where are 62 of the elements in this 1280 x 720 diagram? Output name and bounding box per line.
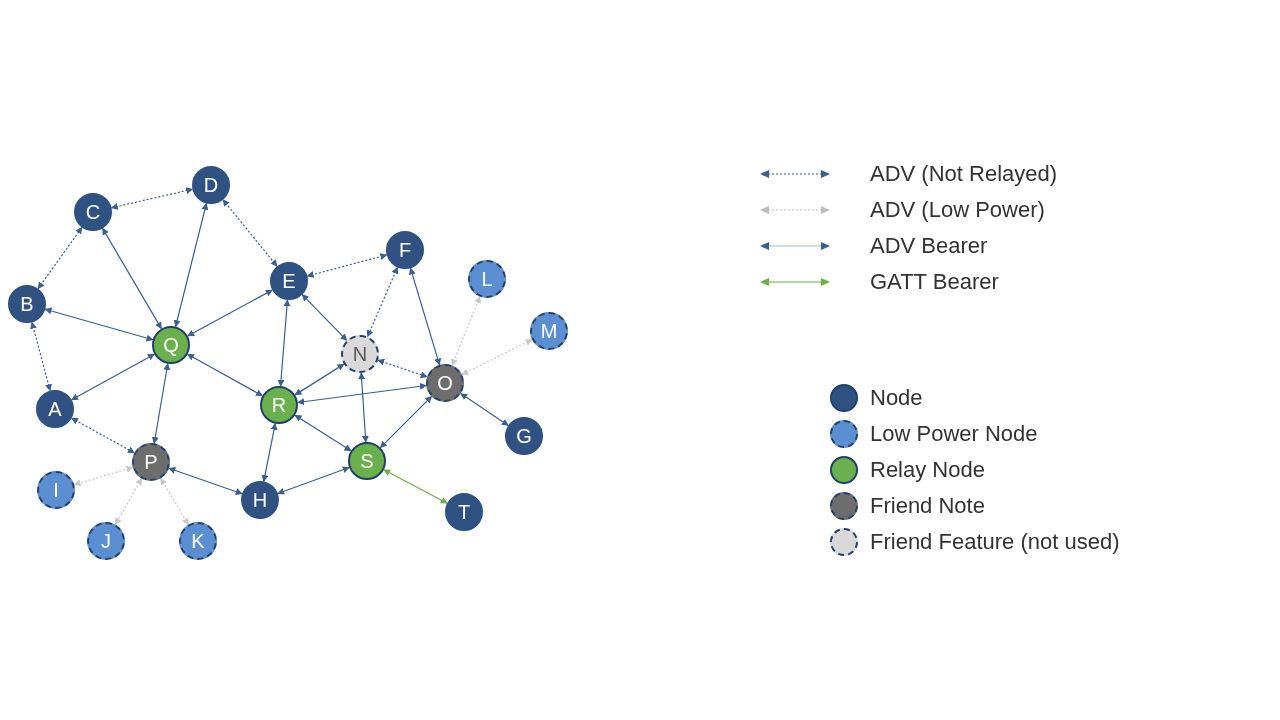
node-circle: D bbox=[192, 166, 230, 204]
node-circle: B bbox=[8, 285, 46, 323]
node-circle: G bbox=[505, 417, 543, 455]
double-arrow bbox=[187, 289, 273, 337]
double-arrow bbox=[151, 363, 171, 444]
double-arrow bbox=[222, 199, 278, 267]
double-arrow bbox=[73, 465, 134, 487]
node-circle: F bbox=[386, 231, 424, 269]
double-arrow bbox=[460, 393, 509, 426]
double-arrow bbox=[44, 307, 154, 342]
double-arrow bbox=[358, 372, 369, 443]
double-arrow bbox=[461, 338, 533, 376]
legend-label: GATT Bearer bbox=[870, 269, 999, 295]
legend-label: Node bbox=[870, 385, 923, 411]
relay-node-circle: S bbox=[348, 442, 386, 480]
double-arrow bbox=[277, 466, 350, 495]
legend-label: ADV Bearer bbox=[870, 233, 988, 259]
node-circle: A bbox=[36, 390, 74, 428]
double-arrow bbox=[294, 363, 345, 396]
double-arrow bbox=[451, 295, 481, 367]
low-power-node-circle: K bbox=[179, 522, 217, 560]
low-power-node-circle: J bbox=[87, 522, 125, 560]
double-arrow bbox=[301, 294, 348, 341]
double-arrow bbox=[383, 469, 448, 504]
friend-node-circle: O bbox=[426, 364, 464, 402]
legend-label: Friend Note bbox=[870, 493, 985, 519]
double-arrow bbox=[277, 299, 291, 387]
double-arrow bbox=[377, 358, 428, 379]
relay-node-circle: R bbox=[260, 386, 298, 424]
legend-label: Relay Node bbox=[870, 457, 985, 483]
double-arrow bbox=[71, 353, 155, 401]
double-arrow bbox=[297, 382, 427, 406]
double-arrow bbox=[294, 414, 352, 452]
friend-feature-node-circle: N bbox=[341, 335, 379, 373]
double-arrow bbox=[30, 321, 52, 392]
relay-node-circle: Q bbox=[152, 326, 190, 364]
double-arrow bbox=[408, 267, 442, 366]
legend-label: ADV (Low Power) bbox=[870, 197, 1045, 223]
double-arrow bbox=[366, 266, 399, 338]
double-arrow bbox=[102, 227, 162, 330]
low-power-node-circle: M bbox=[530, 312, 568, 350]
node-circle: T bbox=[445, 493, 483, 531]
low-power-node-circle: I bbox=[37, 471, 75, 509]
node-circle: C bbox=[74, 193, 112, 231]
double-arrow bbox=[37, 226, 83, 290]
node-circle: H bbox=[241, 481, 279, 519]
double-arrow bbox=[187, 353, 263, 397]
double-arrow bbox=[71, 417, 135, 454]
friend-node-circle: P bbox=[132, 443, 170, 481]
double-arrow bbox=[306, 253, 388, 278]
double-arrow bbox=[168, 467, 243, 495]
legend-label: Low Power Node bbox=[870, 421, 1038, 447]
legend-label: Friend Feature (not used) bbox=[870, 529, 1120, 555]
double-arrow bbox=[379, 395, 433, 449]
double-arrow bbox=[114, 477, 143, 526]
low-power-node-circle: L bbox=[468, 260, 506, 298]
double-arrow bbox=[110, 187, 194, 210]
double-arrow bbox=[173, 202, 209, 328]
node-circle: E bbox=[270, 262, 308, 300]
double-arrow bbox=[160, 477, 189, 526]
double-arrow bbox=[261, 422, 278, 483]
legend-label: ADV (Not Relayed) bbox=[870, 161, 1058, 187]
